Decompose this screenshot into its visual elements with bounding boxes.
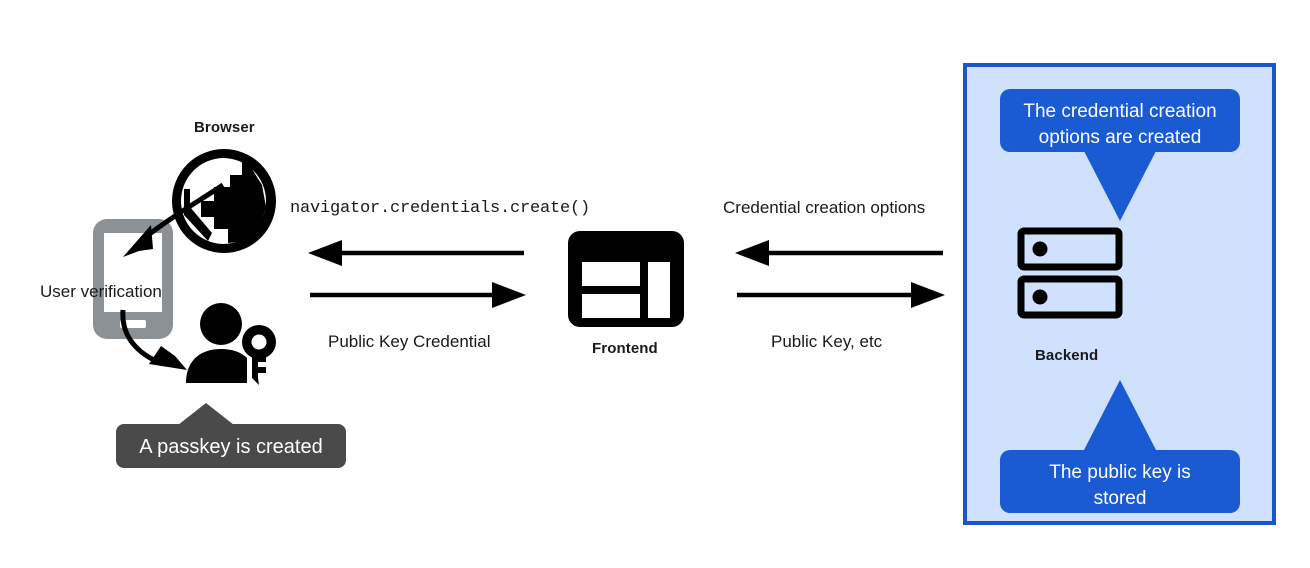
right-channel-bottom-label: Public Key, etc <box>771 332 883 351</box>
backend-top-callout: The credential creation options are crea… <box>1000 89 1240 152</box>
backend-bottom-callout-line2: stored <box>1093 488 1147 509</box>
server-rack-icon <box>1017 227 1123 319</box>
backend-bottom-callout: The public key is stored <box>1000 450 1240 513</box>
curved-arrow-browser-to-device <box>95 175 235 285</box>
globe-icon <box>168 145 280 257</box>
backend-bottom-callout-tail <box>1084 380 1156 450</box>
backend-top-callout-line2: options are created <box>1038 127 1202 148</box>
curved-arrow-device-to-user <box>105 308 225 388</box>
frontend-label: Frontend <box>592 340 658 357</box>
browser-label: Browser <box>194 119 255 136</box>
left-channel-top-label: navigator.credentials.create() <box>290 199 591 218</box>
backend-top-callout-line1: The credential creation <box>1023 101 1217 122</box>
left-channel-bottom-label: Public Key Credential <box>328 332 491 351</box>
left-channel-arrow-right <box>308 282 526 308</box>
right-channel-arrow-right <box>735 282 945 308</box>
backend-label: Backend <box>1035 347 1099 364</box>
user-with-key-icon <box>186 303 282 391</box>
backend-top-callout-tail <box>1084 151 1156 221</box>
user-verification-label: User verification <box>40 282 162 301</box>
browser-window-layout-icon <box>568 231 684 327</box>
backend-bottom-callout-line1: The public key is <box>1049 462 1191 483</box>
right-channel-top-label: Credential creation options <box>723 198 926 217</box>
passkey-tooltip-tail <box>178 403 234 425</box>
left-channel-arrow-left <box>308 240 526 266</box>
passkey-tooltip: A passkey is created <box>116 424 346 468</box>
right-channel-arrow-left <box>735 240 945 266</box>
